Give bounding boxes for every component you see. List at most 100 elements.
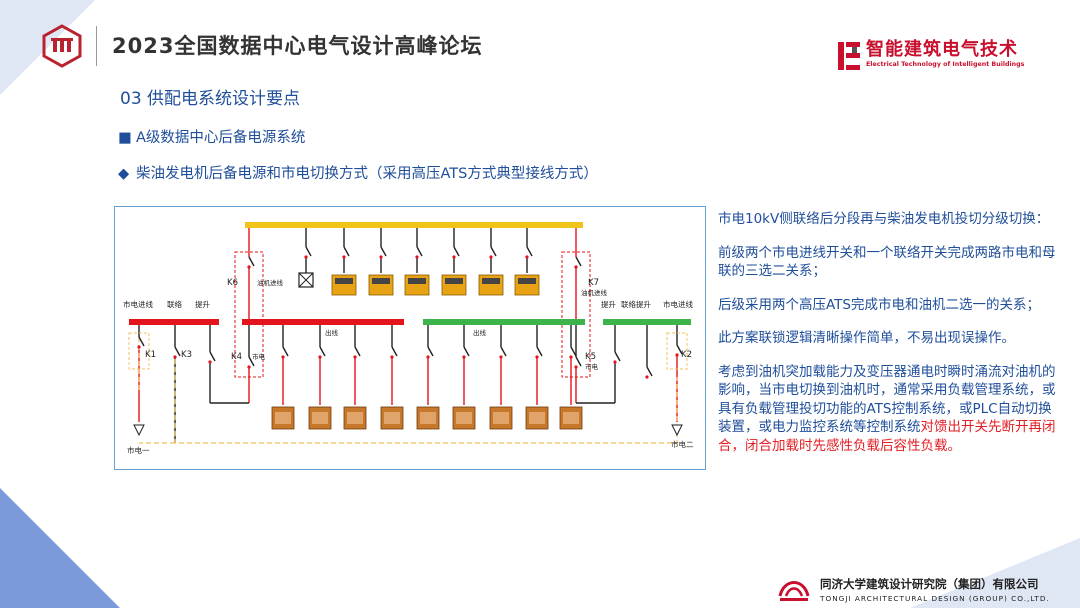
switch-contact [342, 255, 346, 259]
explanation-paragraph-5: 考虑到油机突加载能力及变压器通电时瞬时涌流对油机的影响，当市电切换到油机时，通常… [718, 363, 1058, 456]
feeder-breaker [463, 346, 470, 357]
label-k5: K5 [585, 352, 596, 362]
feeder-breaker [427, 346, 434, 357]
paragraph-text: 后级采用两个高压ATS完成市电和油机二选一的关系； [718, 296, 1041, 313]
corner-decoration-bottom-left [0, 488, 120, 608]
forum-title: 2023全国数据中心电气设计高峰论坛 [112, 34, 483, 58]
switch-contact [426, 355, 430, 359]
company-name-en: TONGJI ARCHITECTURAL DESIGN (GROUP) CO.,… [820, 594, 1050, 603]
label-outgoing-left: 出线 [325, 328, 339, 337]
transformer-core [563, 412, 579, 424]
section-title: 03 供配电系统设计要点 [120, 89, 301, 109]
switch-contact [318, 355, 322, 359]
city-busbar-right [603, 319, 691, 325]
k7-ats-dashed-box [561, 251, 591, 378]
k4-breaker [248, 356, 255, 367]
load-bank-cross [298, 272, 314, 288]
brand-name-en: Electrical Technology of Intelligent Bui… [866, 61, 1025, 68]
switch-contact [452, 255, 456, 259]
switch-contact [281, 355, 285, 359]
city-busbar-left [129, 319, 219, 325]
k1-dashed-box [128, 332, 150, 370]
switch-contact [574, 365, 578, 369]
label-k1: K1 [145, 350, 156, 360]
label-lift-right: 提升 [601, 299, 616, 309]
tie-right-breaker [646, 366, 653, 377]
tongji-logo-icon [778, 581, 810, 601]
diesel-genset-grille [482, 278, 500, 284]
feeder-breaker [500, 346, 507, 357]
label-city-right: 市电 [585, 362, 599, 371]
switch-contact [574, 265, 578, 269]
switch-contact [390, 355, 394, 359]
bullet-item: ■A级数据中心后备电源系统 [118, 126, 305, 147]
label-lift-left: 提升 [195, 299, 210, 309]
switch-contact [613, 360, 617, 364]
forum-logo-icon [42, 24, 82, 68]
label-outgoing-right: 出线 [473, 328, 487, 337]
corner-decoration-bottom-right [910, 538, 1080, 608]
switch-contact [675, 353, 679, 357]
explanation-paragraph-2: 前级两个市电进线开关和一个联络开关完成两路市电和母联的三选二关系； [718, 244, 1058, 281]
brand-logo: 智能建筑电气技术 Electrical Technology of Intell… [836, 40, 1024, 72]
gen-feeder-breaker [453, 246, 460, 257]
k2-breaker [676, 344, 683, 355]
switch-contact [525, 255, 529, 259]
switch-contact [173, 355, 177, 359]
transformer-core [529, 412, 545, 424]
diesel-genset-grille [408, 278, 426, 284]
company-name-cn: 同济大学建筑设计研究院（集团）有限公司 [820, 577, 1039, 591]
paragraph-text: 市电10kV侧联络后分段再与柴油发电机投切分级切换： [718, 211, 1050, 227]
transformer-core [275, 412, 291, 424]
switch-contact [499, 355, 503, 359]
k3-breaker [174, 346, 181, 357]
explanation-paragraph-3: 后级采用两个高压ATS完成市电和油机二选一的关系； [718, 296, 1058, 315]
paragraph-text: 前级两个市电进线开关和一个联络开关完成两路市电和母联的三选二关系； [718, 244, 1056, 280]
switch-contact [137, 345, 141, 349]
feeder-breaker [319, 346, 326, 357]
label-city-one: 市电一 [127, 445, 150, 455]
feeder-breaker [282, 346, 289, 357]
transformer-core [312, 412, 328, 424]
explanation-text: 市电10kV侧联络后分段再与柴油发电机投切分级切换： 前级两个市电进线开关和一个… [718, 210, 1058, 470]
switch-contact [304, 255, 308, 259]
brand-mark-icon [838, 42, 860, 70]
switch-contact [415, 255, 419, 259]
header-divider [96, 26, 97, 66]
label-k3: K3 [181, 350, 192, 360]
switch-contact [208, 360, 212, 364]
label-tie-left: 联络 [167, 299, 182, 309]
switch-contact [535, 355, 539, 359]
transformer-core [347, 412, 363, 424]
k5-breaker [575, 356, 582, 367]
generator-busbar [245, 222, 583, 228]
ground-arrow-icon [671, 424, 683, 437]
bullet-item: ◆柴油发电机后备电源和市电切换方式（采用高压ATS方式典型接线方式） [118, 162, 598, 183]
diesel-genset-grille [372, 278, 390, 284]
lift-right-breaker [614, 351, 621, 362]
label-k7: K7 [588, 278, 599, 288]
diesel-genset-grille [335, 278, 353, 284]
diesel-genset-grille [445, 278, 463, 284]
load-busbar-right [423, 319, 585, 325]
ground-arrow-icon [133, 424, 145, 437]
label-k2: K2 [681, 350, 692, 360]
transformer-core [493, 412, 509, 424]
switch-contact [462, 355, 466, 359]
label-gen-in-right: 油机进线 [581, 288, 608, 297]
label-city-left: 市电 [252, 352, 266, 361]
load-busbar-left [242, 319, 404, 325]
transformer-core [384, 412, 400, 424]
feeder-breaker [536, 346, 543, 357]
feeder-breaker [570, 346, 577, 357]
switch-contact [247, 265, 251, 269]
gen-feeder-breaker [526, 246, 533, 257]
square-bullet-icon: ■ [118, 130, 132, 146]
brand-name-cn: 智能建筑电气技术 [866, 39, 1018, 60]
switch-contact [645, 375, 649, 379]
gen-feeder-breaker [416, 246, 423, 257]
diamond-bullet-icon: ◆ [118, 166, 130, 182]
diesel-genset-grille [518, 278, 536, 284]
